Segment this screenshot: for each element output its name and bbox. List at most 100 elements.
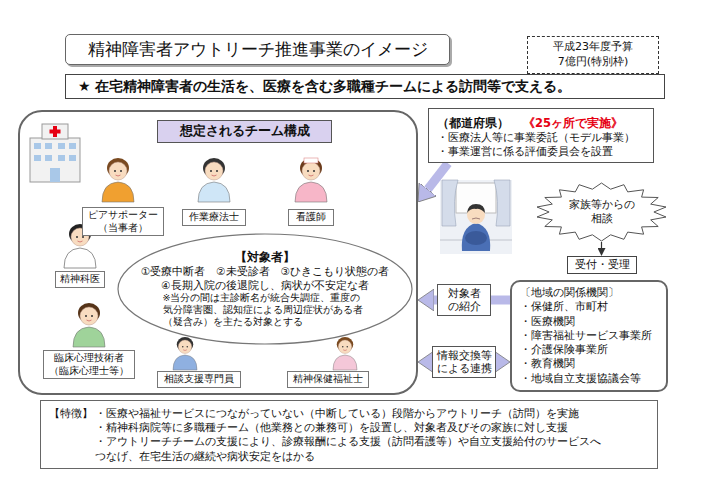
role-name: 相談支援専門員 xyxy=(161,373,237,386)
prefecture-box: （都道府県） 《25ヶ所で実施》・医療法人等に事業委託（モデル事業）・事業運営に係… xyxy=(428,108,654,163)
agency-item: ・医療機関 xyxy=(520,315,658,329)
person-icon-part xyxy=(82,236,84,238)
person-icon xyxy=(102,158,134,202)
budget-box: 平成23年度予算 7億円(特別枠) xyxy=(527,36,659,74)
agencies-heading: 〔地域の関係機関〕 xyxy=(520,286,658,300)
consultation-burst: 家族等からの 相談 xyxy=(535,182,668,242)
hospital-icon-part xyxy=(45,155,52,161)
hospital-icon-part xyxy=(69,143,76,149)
withdrawn-person-picture-part xyxy=(467,204,485,213)
person-icon-part xyxy=(64,248,96,268)
person-icon-part xyxy=(178,340,192,354)
person-icon xyxy=(333,337,357,370)
person-icon-part xyxy=(80,307,98,325)
hospital-icon-part xyxy=(58,143,65,149)
summary-box: ★ 在宅精神障害者の生活を、医療を含む多職種チームによる訪問等で支える。 xyxy=(65,74,665,99)
person-icon-part xyxy=(183,349,187,351)
summary-text: ★ 在宅精神障害者の生活を、医療を含む多職種チームによる訪問等で支える。 xyxy=(78,77,571,95)
person-icon xyxy=(173,337,197,370)
agency-item: ・障害福祉サービス事業所 xyxy=(520,329,658,343)
role-name: 看護師 xyxy=(292,211,330,224)
role-name: 臨床心理技術者 （臨床心理士等） xyxy=(47,352,131,377)
hospital-icon xyxy=(30,124,80,182)
starburst-shape xyxy=(537,183,666,241)
person-icon-part xyxy=(333,355,357,370)
hospital-icon-part xyxy=(45,143,52,149)
person-icon-part xyxy=(120,170,122,172)
person-icon-part xyxy=(76,236,78,238)
block-arrow xyxy=(428,163,448,189)
feature-item: ・精神科病院等に多職種チーム（他業務との兼務可）を設置し、対象者及びその家族に対… xyxy=(95,420,610,434)
person-icon-part xyxy=(173,355,197,370)
person-icon-part xyxy=(109,162,127,180)
person-icon-part xyxy=(205,162,223,180)
hospital-icon-part xyxy=(42,124,68,139)
role-name: 精神保健福祉士 xyxy=(291,373,365,386)
withdrawn-person-picture xyxy=(440,180,512,254)
burst-text: 家族等からの 相談 xyxy=(564,198,639,227)
withdrawn-person-picture-part xyxy=(465,231,487,245)
person-icon-part xyxy=(342,346,344,348)
hospital-icon-part xyxy=(34,143,41,149)
person-icon-part xyxy=(307,170,309,172)
edge-label: 情報交換等 による連携 xyxy=(432,346,496,378)
target-heading: 【対象者】 xyxy=(235,250,295,265)
feature-item: ・アウトリーチチームの支援により、診療報酬による支援（訪問看護等）や自立支援給付… xyxy=(95,434,610,462)
bullet-item: ・医療法人等に事業委託（モデル事業） xyxy=(437,131,645,145)
role-label: 作業療法士 xyxy=(182,209,246,226)
person-icon-part xyxy=(212,175,217,176)
person-icon-part xyxy=(302,162,320,180)
person-icon-part xyxy=(343,349,347,351)
target-item: ①受療中断者 ②未受診者 ③ひきこもり状態の者 xyxy=(141,265,389,279)
role-label: 臨床心理技術者 （臨床心理士等） xyxy=(43,350,135,379)
target-note: ※当分の間は主診断名が統合失調症、重度の 気分障害圏、認知症による周辺症状がある… xyxy=(163,292,368,328)
hospital-icon-part xyxy=(58,155,65,161)
person-icon-part xyxy=(78,241,83,242)
person-icon-part xyxy=(116,175,121,176)
hospital-icon-part xyxy=(50,168,60,182)
hospital-icon-part xyxy=(69,155,76,161)
person-icon-part xyxy=(210,170,212,172)
edge-label: 対象者 の紹介 xyxy=(437,284,491,316)
agency-item: ・地域自立支援協議会等 xyxy=(520,372,658,386)
role-name: 作業療法士 xyxy=(186,211,242,224)
agencies-box: 〔地域の関係機関〕・保健所、市町村・医療機関・障害福祉サービス事業所・介護保険事… xyxy=(510,280,668,392)
person-icon-part xyxy=(114,170,116,172)
reception-text: 受付・受理 xyxy=(570,258,634,272)
role-label: 看護師 xyxy=(288,209,334,226)
person-icon-part xyxy=(295,182,327,202)
hospital-icon-part xyxy=(34,155,41,161)
role-label: 精神保健福祉士 xyxy=(287,371,369,388)
person-icon xyxy=(198,158,230,202)
section-heading: 想定されるチーム構成 xyxy=(157,120,332,143)
target-ellipse: 【対象者】①受療中断者 ②未受診者 ③ひきこもり状態の者④長期入院の後退院し、病… xyxy=(117,233,413,345)
features-box: 【特徴】・医療や福祉サービスにつながっていない（中断している）段階からアウトリー… xyxy=(40,400,658,469)
arrow-line xyxy=(601,242,602,248)
withdrawn-person-picture-part xyxy=(462,223,490,251)
role-name: 精神科医 xyxy=(59,273,101,286)
ellipse-shape xyxy=(118,234,412,344)
hospital-icon-part xyxy=(50,130,61,134)
prefecture-heading: （都道府県） xyxy=(437,116,509,131)
person-icon-part xyxy=(187,346,189,348)
person-icon-part xyxy=(198,182,230,202)
withdrawn-person-picture-part xyxy=(440,180,512,254)
person-icon-part xyxy=(87,320,92,321)
person-icon-part xyxy=(85,315,87,317)
target-item: ④長期入院の後退院し、病状が不安定な者 xyxy=(161,279,368,293)
bullet-item: ・事業運営に係る評価委員会を設置 xyxy=(437,145,645,159)
withdrawn-person-picture-part xyxy=(456,183,496,213)
role-label: ピアサポーター （当事者） xyxy=(82,207,164,236)
person-icon-part xyxy=(338,340,352,354)
budget-text: 平成23年度予算 7億円(特別枠) xyxy=(546,40,641,70)
person-icon-part xyxy=(91,315,93,317)
person-icon-part xyxy=(102,182,134,202)
person-icon-part xyxy=(304,158,318,163)
withdrawn-person-picture-part xyxy=(442,180,458,226)
role-name: ピアサポーター （当事者） xyxy=(86,209,160,234)
features-heading: 【特徴】 xyxy=(49,406,93,420)
agency-item: ・保健所、市町村 xyxy=(520,300,658,314)
person-icon-part xyxy=(182,346,184,348)
site-count: 《25ヶ所で実施》 xyxy=(523,116,623,131)
